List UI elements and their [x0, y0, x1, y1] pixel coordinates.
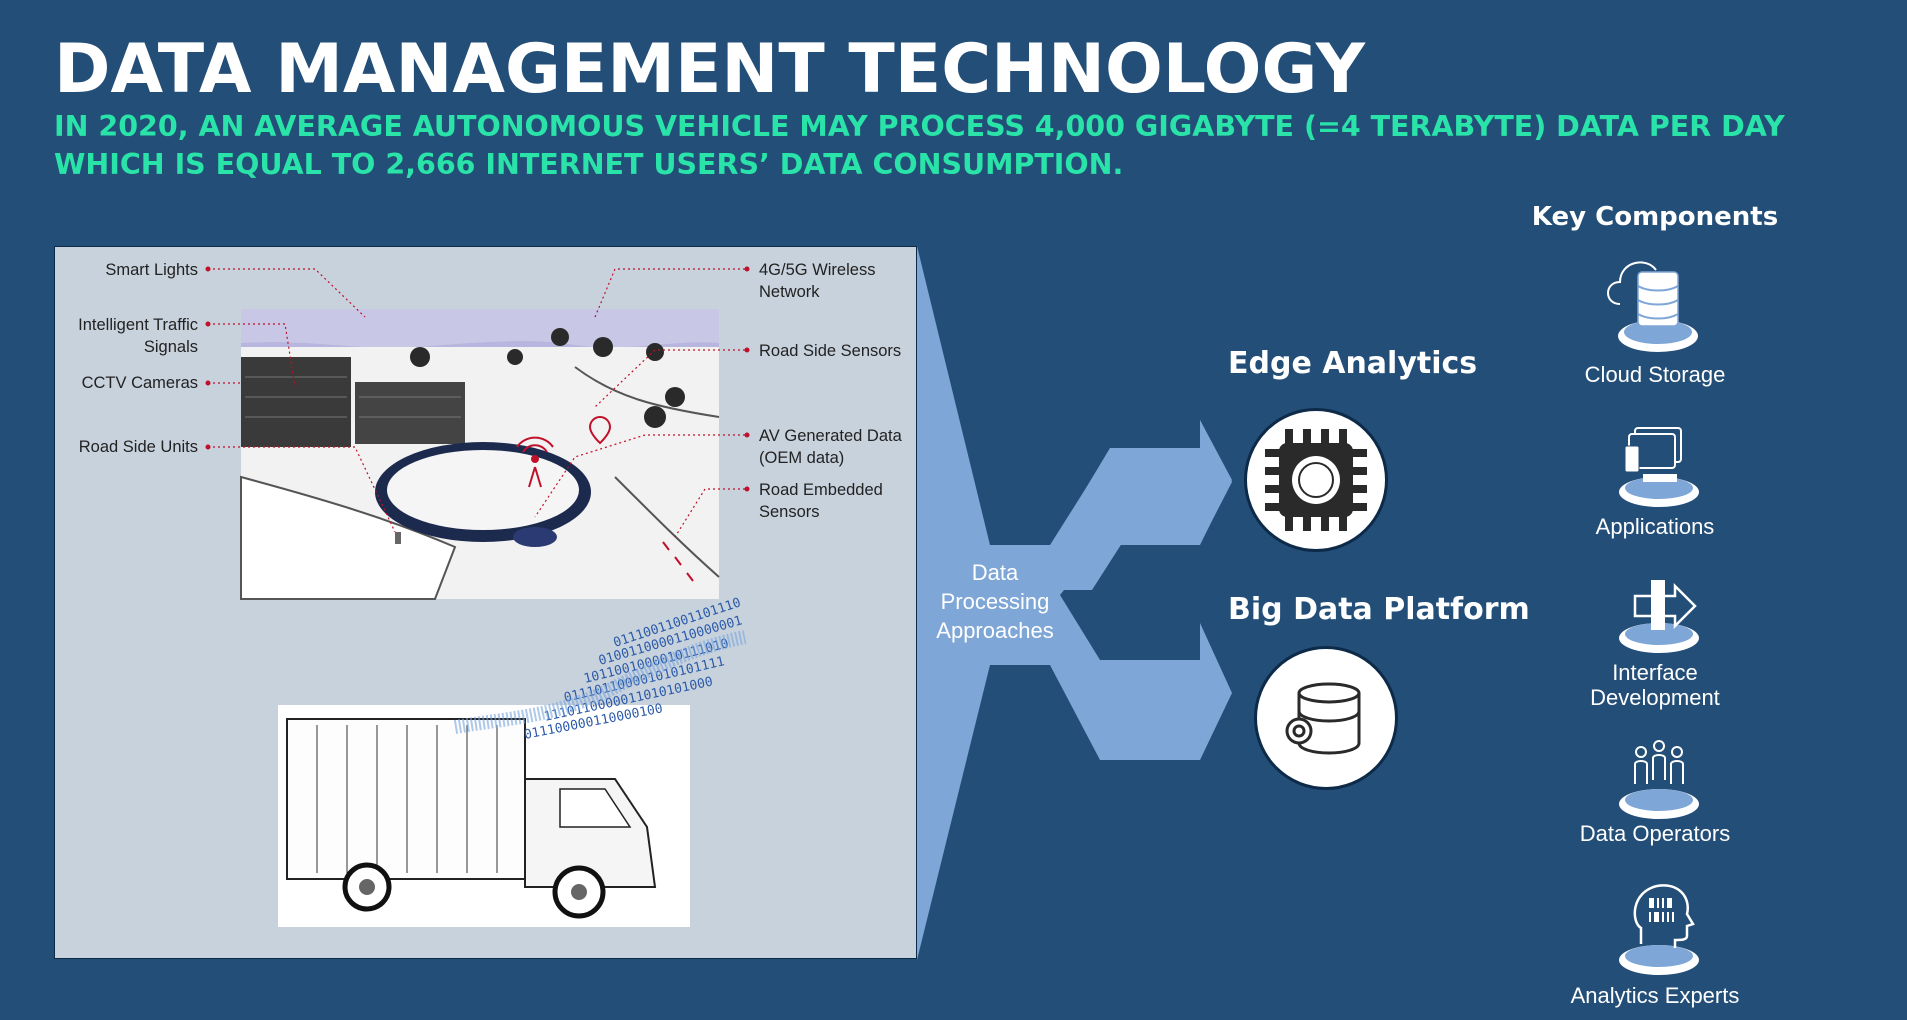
label-road-side-sensors: Road Side Sensors [759, 342, 902, 360]
people-icon [1619, 740, 1699, 819]
label-av-generated-data: AV Generated Data (OEM data) [759, 427, 902, 467]
component-label: Interface Development [1590, 660, 1720, 710]
label-cctv-cameras: CCTV Cameras [81, 374, 198, 392]
smart-city-illustration: 01110011001101110 0100110000110000001 10… [54, 246, 917, 959]
component-label: Analytics Experts [1570, 983, 1740, 1008]
location-pin-icon [588, 415, 612, 445]
car-icon [513, 527, 557, 547]
data-processing-approaches-label: Data Processing Approaches [936, 560, 1054, 643]
component-label: Applications [1595, 514, 1715, 539]
truck-picture [278, 705, 690, 927]
city-scene-picture [240, 309, 720, 600]
label-dots [205, 266, 750, 492]
interface-arrow-icon [1619, 580, 1699, 653]
database-gear-icon [1285, 682, 1361, 755]
page-title: DATA MANAGEMENT TECHNOLOGY [54, 30, 1366, 109]
cloud-database-icon [1607, 261, 1698, 352]
component-label: Data Operators [1579, 821, 1731, 846]
key-components-title: Key Components [1531, 202, 1779, 232]
big-data-platform-circle [1254, 646, 1398, 790]
edge-analytics-title: Edge Analytics [1228, 346, 1478, 381]
label-connectors [208, 268, 745, 538]
funnel-shape [917, 246, 1232, 960]
label-road-embedded-sensors: Road Embedded Sensors [759, 481, 883, 521]
big-data-platform-title: Big Data Platform [1228, 592, 1530, 627]
chip-icon [1265, 429, 1367, 531]
city-scene: 01110011001101110 0100110000110000001 10… [205, 266, 750, 927]
wireless-tower-icon [516, 436, 554, 488]
component-label: Cloud Storage [1584, 362, 1726, 387]
binary-data-stream: 01110011001101110 0100110000110000001 10… [523, 595, 744, 743]
arrow-top [1050, 420, 1232, 590]
head-binary-icon [1619, 884, 1699, 975]
label-wireless-network: 4G/5G Wireless Network [759, 261, 876, 301]
label-traffic-signals: Intelligent Traffic Signals [78, 316, 198, 356]
page-subtitle: IN 2020, AN AVERAGE AUTONOMOUS VEHICLE M… [54, 110, 1785, 181]
label-smart-lights: Smart Lights [105, 261, 198, 279]
devices-icon [1619, 427, 1699, 507]
edge-analytics-circle [1244, 408, 1388, 552]
label-road-side-units: Road Side Units [78, 438, 198, 456]
